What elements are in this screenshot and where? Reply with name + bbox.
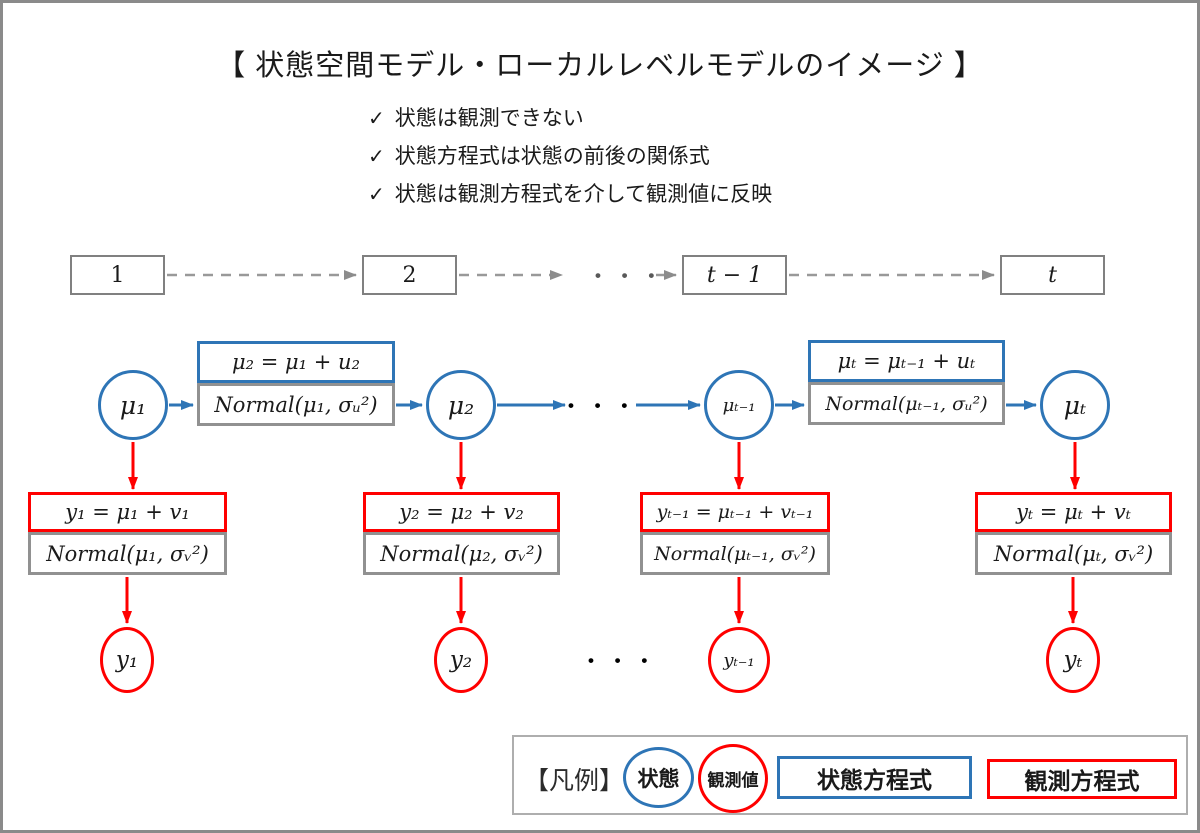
timeline-box-1: 1 bbox=[70, 255, 165, 295]
observation-distribution-box: Normal(μ₁, σᵥ²) bbox=[28, 532, 227, 575]
legend-state-circle: 状態 bbox=[623, 747, 694, 808]
legend-observation-circle: 観測値 bbox=[698, 744, 768, 813]
state-circle-mu-t: μₜ bbox=[1040, 370, 1110, 440]
ellipsis-dots-timeline: • • • bbox=[595, 266, 663, 285]
observation-distribution-box: Normal(μ₂, σᵥ²) bbox=[363, 532, 560, 575]
note-text: 状態は観測できない bbox=[394, 107, 584, 130]
observation-equation-group-1: y₁ = μ₁ + v₁ Normal(μ₁, σᵥ²) bbox=[28, 492, 227, 575]
observation-distribution-box: Normal(μₜ, σᵥ²) bbox=[975, 532, 1172, 575]
state-distribution-box: Normal(μₜ₋₁, σᵤ²) bbox=[808, 382, 1005, 425]
note-item: ✓ 状態は観測できない bbox=[368, 100, 772, 138]
observation-distribution-box: Normal(μₜ₋₁, σᵥ²) bbox=[640, 532, 830, 575]
note-item: ✓ 状態は観測方程式を介して観測値に反映 bbox=[368, 176, 772, 214]
observation-circle-y2: y₂ bbox=[434, 627, 488, 693]
observation-equation-box: y₂ = μ₂ + v₂ bbox=[363, 492, 560, 532]
observation-equation-box: yₜ = μₜ + vₜ bbox=[975, 492, 1172, 532]
check-icon: ✓ bbox=[368, 108, 385, 130]
note-text: 状態は観測方程式を介して観測値に反映 bbox=[394, 183, 773, 206]
check-icon: ✓ bbox=[368, 184, 385, 206]
observation-circle-y1: y₁ bbox=[100, 627, 154, 693]
check-icon: ✓ bbox=[368, 146, 385, 168]
ellipsis-dots-state: • • • bbox=[568, 396, 636, 415]
timeline-box-2: 2 bbox=[362, 255, 457, 295]
observation-equation-group-t-1: yₜ₋₁ = μₜ₋₁ + vₜ₋₁ Normal(μₜ₋₁, σᵥ²) bbox=[640, 492, 830, 575]
legend-observation-equation-box: 観測方程式 bbox=[987, 759, 1177, 799]
legend: 【凡例】 状態 観測値 状態方程式 観測方程式 bbox=[512, 735, 1188, 815]
state-equation-group-2: μ₂ = μ₁ + u₂ Normal(μ₁, σᵤ²) bbox=[197, 341, 395, 426]
state-circle-mu-t-1: μₜ₋₁ bbox=[704, 370, 774, 440]
notes-list: ✓ 状態は観測できない ✓ 状態方程式は状態の前後の関係式 ✓ 状態は観測方程式を介し… bbox=[368, 100, 772, 214]
timeline-box-t-1: t − 1 bbox=[682, 255, 787, 295]
state-equation-group-t: μₜ = μₜ₋₁ + uₜ Normal(μₜ₋₁, σᵤ²) bbox=[808, 340, 1005, 425]
state-distribution-box: Normal(μ₁, σᵤ²) bbox=[197, 383, 395, 426]
timeline-box-t: t bbox=[1000, 255, 1105, 295]
legend-heading: 【凡例】 bbox=[524, 767, 625, 795]
observation-circle-y-t-1: yₜ₋₁ bbox=[708, 627, 770, 693]
legend-state-equation-box: 状態方程式 bbox=[777, 756, 972, 799]
observation-equation-group-t: yₜ = μₜ + vₜ Normal(μₜ, σᵥ²) bbox=[975, 492, 1172, 575]
note-item: ✓ 状態方程式は状態の前後の関係式 bbox=[368, 138, 772, 176]
observation-equation-group-2: y₂ = μ₂ + v₂ Normal(μ₂, σᵥ²) bbox=[363, 492, 560, 575]
ellipsis-dots-observation: • • • bbox=[588, 651, 656, 670]
state-circle-mu2: μ₂ bbox=[426, 370, 496, 440]
note-text: 状態方程式は状態の前後の関係式 bbox=[394, 145, 710, 168]
observation-circle-y-t: yₜ bbox=[1046, 627, 1100, 693]
page-title: 【 状態空間モデル・ローカルレベルモデルのイメージ 】 bbox=[216, 50, 984, 82]
state-equation-box: μ₂ = μ₁ + u₂ bbox=[197, 341, 395, 383]
state-circle-mu1: μ₁ bbox=[98, 370, 168, 440]
observation-equation-box: y₁ = μ₁ + v₁ bbox=[28, 492, 227, 532]
state-equation-box: μₜ = μₜ₋₁ + uₜ bbox=[808, 340, 1005, 382]
observation-equation-box: yₜ₋₁ = μₜ₋₁ + vₜ₋₁ bbox=[640, 492, 830, 532]
